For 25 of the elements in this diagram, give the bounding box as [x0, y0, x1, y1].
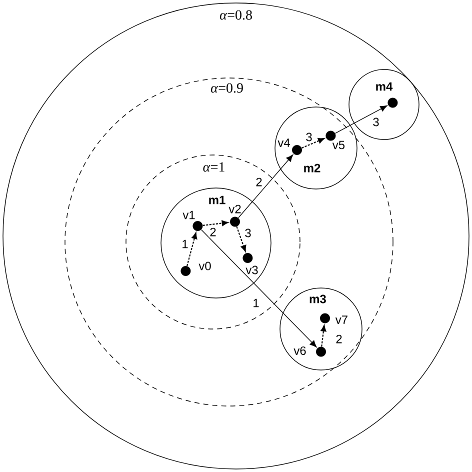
edge-label: 3	[244, 228, 252, 238]
edge-label: 2	[334, 334, 344, 344]
vertex-label: v7	[335, 316, 348, 324]
vertex-label: v0	[198, 262, 211, 270]
vertex-label: v5	[332, 140, 345, 150]
edge-label: 2	[208, 226, 218, 238]
edge-label: 2	[254, 176, 264, 188]
vertex-label: v1	[182, 210, 195, 220]
arrow	[238, 154, 294, 218]
edge-label: 3	[304, 132, 314, 142]
vertex-label: v6	[294, 346, 306, 355]
arrow	[186, 232, 198, 266]
vertex-label: v4	[278, 138, 290, 147]
arrow	[302, 138, 325, 148]
edge-label: 1	[180, 238, 190, 250]
vertex-label: v3	[246, 266, 258, 274]
arrow	[334, 105, 388, 134]
vertex-dot	[388, 98, 398, 108]
arrow	[320, 325, 326, 347]
arrow	[236, 226, 246, 252]
vertex-label: v2	[228, 204, 241, 214]
edge-label: 3	[372, 116, 380, 128]
arrow	[202, 220, 228, 226]
edge-label: 1	[252, 298, 260, 308]
arrow	[201, 229, 317, 348]
